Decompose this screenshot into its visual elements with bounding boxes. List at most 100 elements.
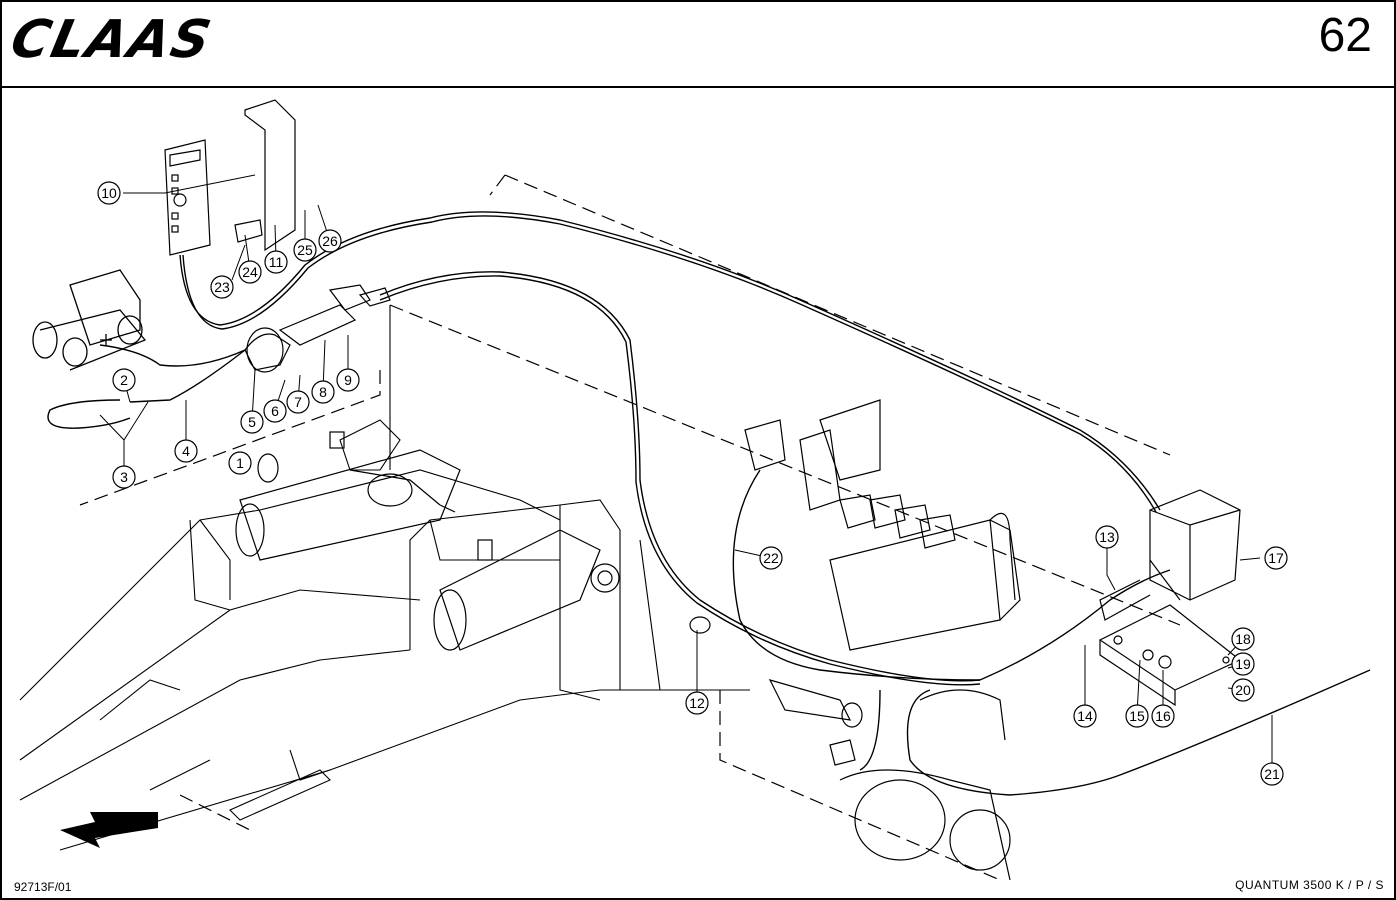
callout-circle xyxy=(112,368,136,392)
callout-label: 22 xyxy=(763,550,779,566)
drawing-number: 92713F/01 xyxy=(14,880,72,894)
callout-circle xyxy=(112,465,136,489)
callout-12: 12 xyxy=(685,691,709,715)
dashed-outlines xyxy=(79,174,1181,881)
callout-24: 24 xyxy=(238,260,262,284)
callout-circle xyxy=(1073,704,1097,728)
callout-label: 4 xyxy=(182,443,190,459)
callout-circle xyxy=(240,410,264,434)
tractor-symbol xyxy=(32,269,147,371)
valve-block xyxy=(744,399,1021,651)
callout-circle xyxy=(759,546,783,570)
callout-circle xyxy=(1151,704,1175,728)
callout-label: 24 xyxy=(242,264,258,280)
callout-13: 13 xyxy=(1095,525,1119,549)
callout-label: 13 xyxy=(1099,529,1115,545)
callout-22: 22 xyxy=(759,546,783,570)
hydraulic-cylinder-centre xyxy=(433,529,620,651)
callout-label: 2 xyxy=(120,372,128,388)
callout-label: 1 xyxy=(236,455,244,471)
callout-label: 11 xyxy=(269,254,284,270)
callout-label: 16 xyxy=(1155,708,1171,724)
callout-circle xyxy=(685,691,709,715)
model-designation: QUANTUM 3500 K / P / S xyxy=(1235,878,1384,892)
callout-circle xyxy=(1264,546,1288,570)
connector-cluster xyxy=(244,284,391,373)
callout-18: 18 xyxy=(1231,627,1255,651)
callout-23: 23 xyxy=(210,275,234,299)
callout-7: 7 xyxy=(286,390,310,414)
callout-circle xyxy=(336,368,360,392)
callout-circle xyxy=(1231,678,1255,702)
callout-label: 7 xyxy=(294,394,302,410)
callout-9: 9 xyxy=(336,368,360,392)
callout-15: 15 xyxy=(1125,704,1149,728)
direction-arrow-icon xyxy=(60,812,158,848)
callout-circle xyxy=(1231,652,1255,676)
mounting-bracket xyxy=(234,99,296,252)
callout-19: 19 xyxy=(1231,652,1255,676)
callout-8: 8 xyxy=(311,380,335,404)
callout-26: 26 xyxy=(318,229,342,253)
lower-sensor xyxy=(689,616,863,766)
callout-label: 6 xyxy=(271,403,279,419)
callout-label: 17 xyxy=(1268,550,1284,566)
callout-circle xyxy=(1095,525,1119,549)
callout-label: 19 xyxy=(1235,656,1251,672)
header-divider xyxy=(0,86,1396,88)
callout-label: 18 xyxy=(1235,631,1251,647)
callout-17: 17 xyxy=(1264,546,1288,570)
callout-label: 10 xyxy=(101,185,117,201)
callout-label: 9 xyxy=(344,372,352,388)
callout-circle xyxy=(1260,762,1284,786)
cable-loom xyxy=(47,211,1371,796)
callout-circle xyxy=(264,250,288,274)
junction-box xyxy=(1099,489,1241,621)
callout-label: 5 xyxy=(248,414,256,430)
callout-circle xyxy=(1231,627,1255,651)
callout-label: 25 xyxy=(297,242,313,258)
callout-14: 14 xyxy=(1073,704,1097,728)
callout-label: 26 xyxy=(322,233,338,249)
callout-5: 5 xyxy=(240,410,264,434)
callout-circle xyxy=(286,390,310,414)
hydraulic-cylinder-left xyxy=(235,431,461,561)
callout-circle xyxy=(318,229,342,253)
callout-circle xyxy=(97,181,121,205)
callout-6: 6 xyxy=(263,399,287,423)
callout-label: 21 xyxy=(1264,766,1280,782)
callout-label: 15 xyxy=(1129,708,1145,724)
callout-11: 11 xyxy=(264,250,288,274)
callout-label: 3 xyxy=(120,469,128,485)
callout-circle xyxy=(1125,704,1149,728)
callout-21: 21 xyxy=(1260,762,1284,786)
callout-1: 1 xyxy=(228,451,252,475)
callout-circle xyxy=(210,275,234,299)
chassis xyxy=(19,305,750,851)
callout-label: 23 xyxy=(214,279,230,295)
callout-circle xyxy=(293,238,317,262)
callout-circle xyxy=(238,260,262,284)
callout-circle xyxy=(228,451,252,475)
mounting-plate xyxy=(1098,604,1242,707)
callout-2: 2 xyxy=(112,368,136,392)
callout-20: 20 xyxy=(1231,678,1255,702)
position-sensor xyxy=(349,469,456,513)
callout-circle xyxy=(263,399,287,423)
callout-4: 4 xyxy=(174,439,198,463)
callout-25: 25 xyxy=(293,238,317,262)
callout-16: 16 xyxy=(1151,704,1175,728)
callout-label: 14 xyxy=(1077,708,1093,724)
callout-circle xyxy=(311,380,335,404)
lower-chassis xyxy=(839,689,1011,881)
callout-label: 12 xyxy=(689,695,705,711)
control-box xyxy=(164,139,211,256)
callout-3: 3 xyxy=(112,465,136,489)
callout-label: 20 xyxy=(1235,682,1251,698)
callout-10: 10 xyxy=(97,181,121,205)
callout-label: 8 xyxy=(319,384,327,400)
page-number: 62 xyxy=(1318,9,1372,62)
